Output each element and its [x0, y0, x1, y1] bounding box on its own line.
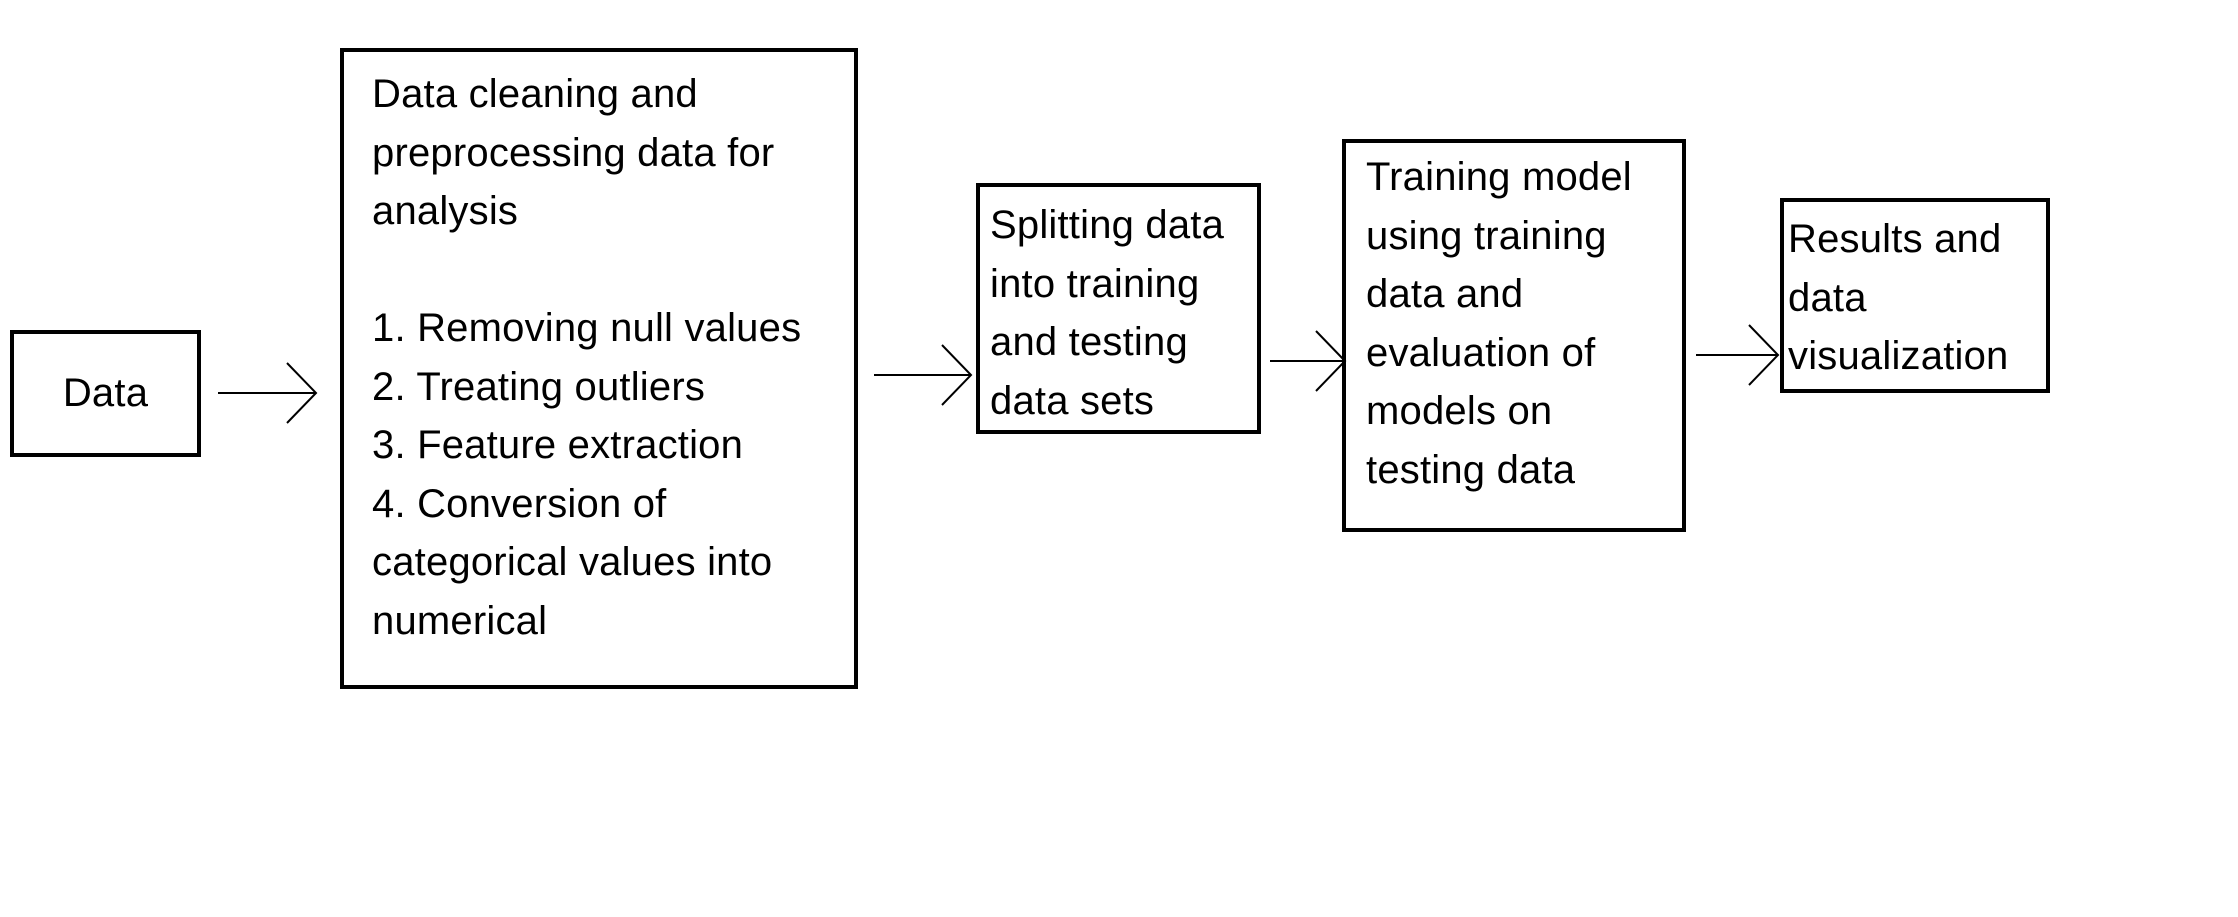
- node-results-line: data: [1788, 275, 1867, 320]
- node-training-line: Training model: [1366, 155, 1632, 199]
- node-results-line: Results and: [1788, 217, 2002, 261]
- node-cleaning-step: 4. Conversion of: [372, 481, 667, 526]
- node-results-line: visualization: [1788, 334, 2009, 378]
- node-training-line: data and: [1366, 272, 1524, 316]
- node-cleaning-step: 3. Feature extraction: [372, 423, 744, 467]
- node-training: Training model using training data and e…: [1342, 139, 1686, 532]
- node-cleaning-title-line: Data cleaning and: [372, 72, 698, 116]
- node-splitting-line: Splitting data: [990, 203, 1225, 247]
- node-data-cleaning: Data cleaning and preprocessing data for…: [340, 48, 858, 689]
- arrow-splitting-to-training: [1270, 330, 1347, 392]
- node-cleaning-step: numerical: [372, 598, 548, 643]
- arrow-cleaning-to-splitting: [874, 344, 973, 406]
- node-training-line: testing data: [1366, 447, 1576, 492]
- node-data-label: Data: [62, 371, 149, 416]
- node-cleaning-step: categorical values into: [372, 540, 773, 584]
- node-training-line: using training: [1366, 213, 1607, 258]
- node-data: Data: [10, 330, 201, 457]
- node-splitting-line: data sets: [990, 378, 1155, 423]
- node-cleaning-title-line: analysis: [372, 189, 519, 233]
- node-cleaning-step: 2. Treating outliers: [372, 364, 706, 409]
- node-training-line: evaluation of: [1366, 330, 1596, 375]
- node-splitting: Splitting data into training and testing…: [976, 183, 1261, 434]
- node-cleaning-title-line: preprocessing data for: [372, 130, 775, 175]
- node-splitting-line: and testing: [990, 320, 1188, 364]
- node-cleaning-step: 1. Removing null values: [372, 306, 802, 350]
- node-splitting-line: into training: [990, 261, 1200, 306]
- arrow-data-to-cleaning: [218, 362, 318, 424]
- arrow-training-to-results: [1696, 324, 1780, 386]
- node-training-line: models on: [1366, 389, 1553, 433]
- node-results: Results and data visualization: [1780, 198, 2050, 393]
